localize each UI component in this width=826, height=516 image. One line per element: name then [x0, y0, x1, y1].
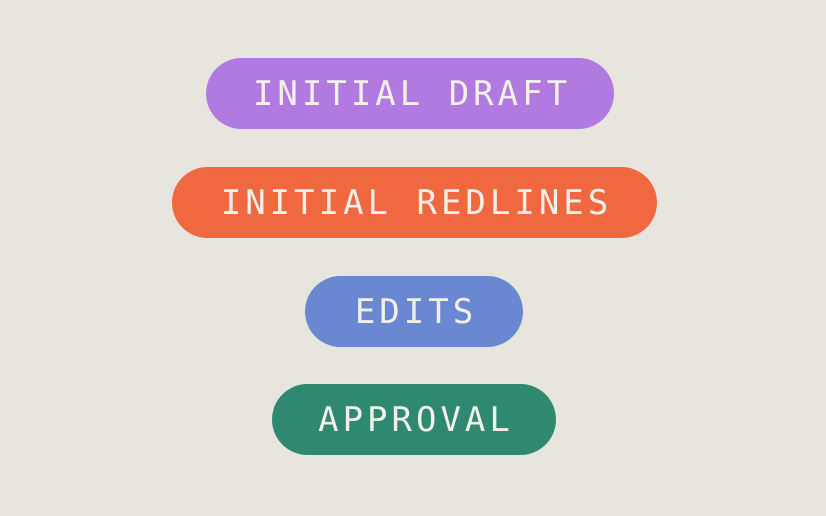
stage-label: INITIAL REDLINES	[220, 182, 613, 223]
stage-label: APPROVAL	[318, 399, 514, 440]
stage-pill-initial-redlines: INITIAL REDLINES	[172, 167, 657, 238]
stage-pill-approval: APPROVAL	[272, 384, 556, 455]
stage-label: INITIAL DRAFT	[252, 73, 572, 114]
stage-pill-edits: EDITS	[305, 276, 523, 347]
stage-label: EDITS	[354, 291, 478, 332]
stage-pill-initial-draft: INITIAL DRAFT	[206, 58, 614, 129]
